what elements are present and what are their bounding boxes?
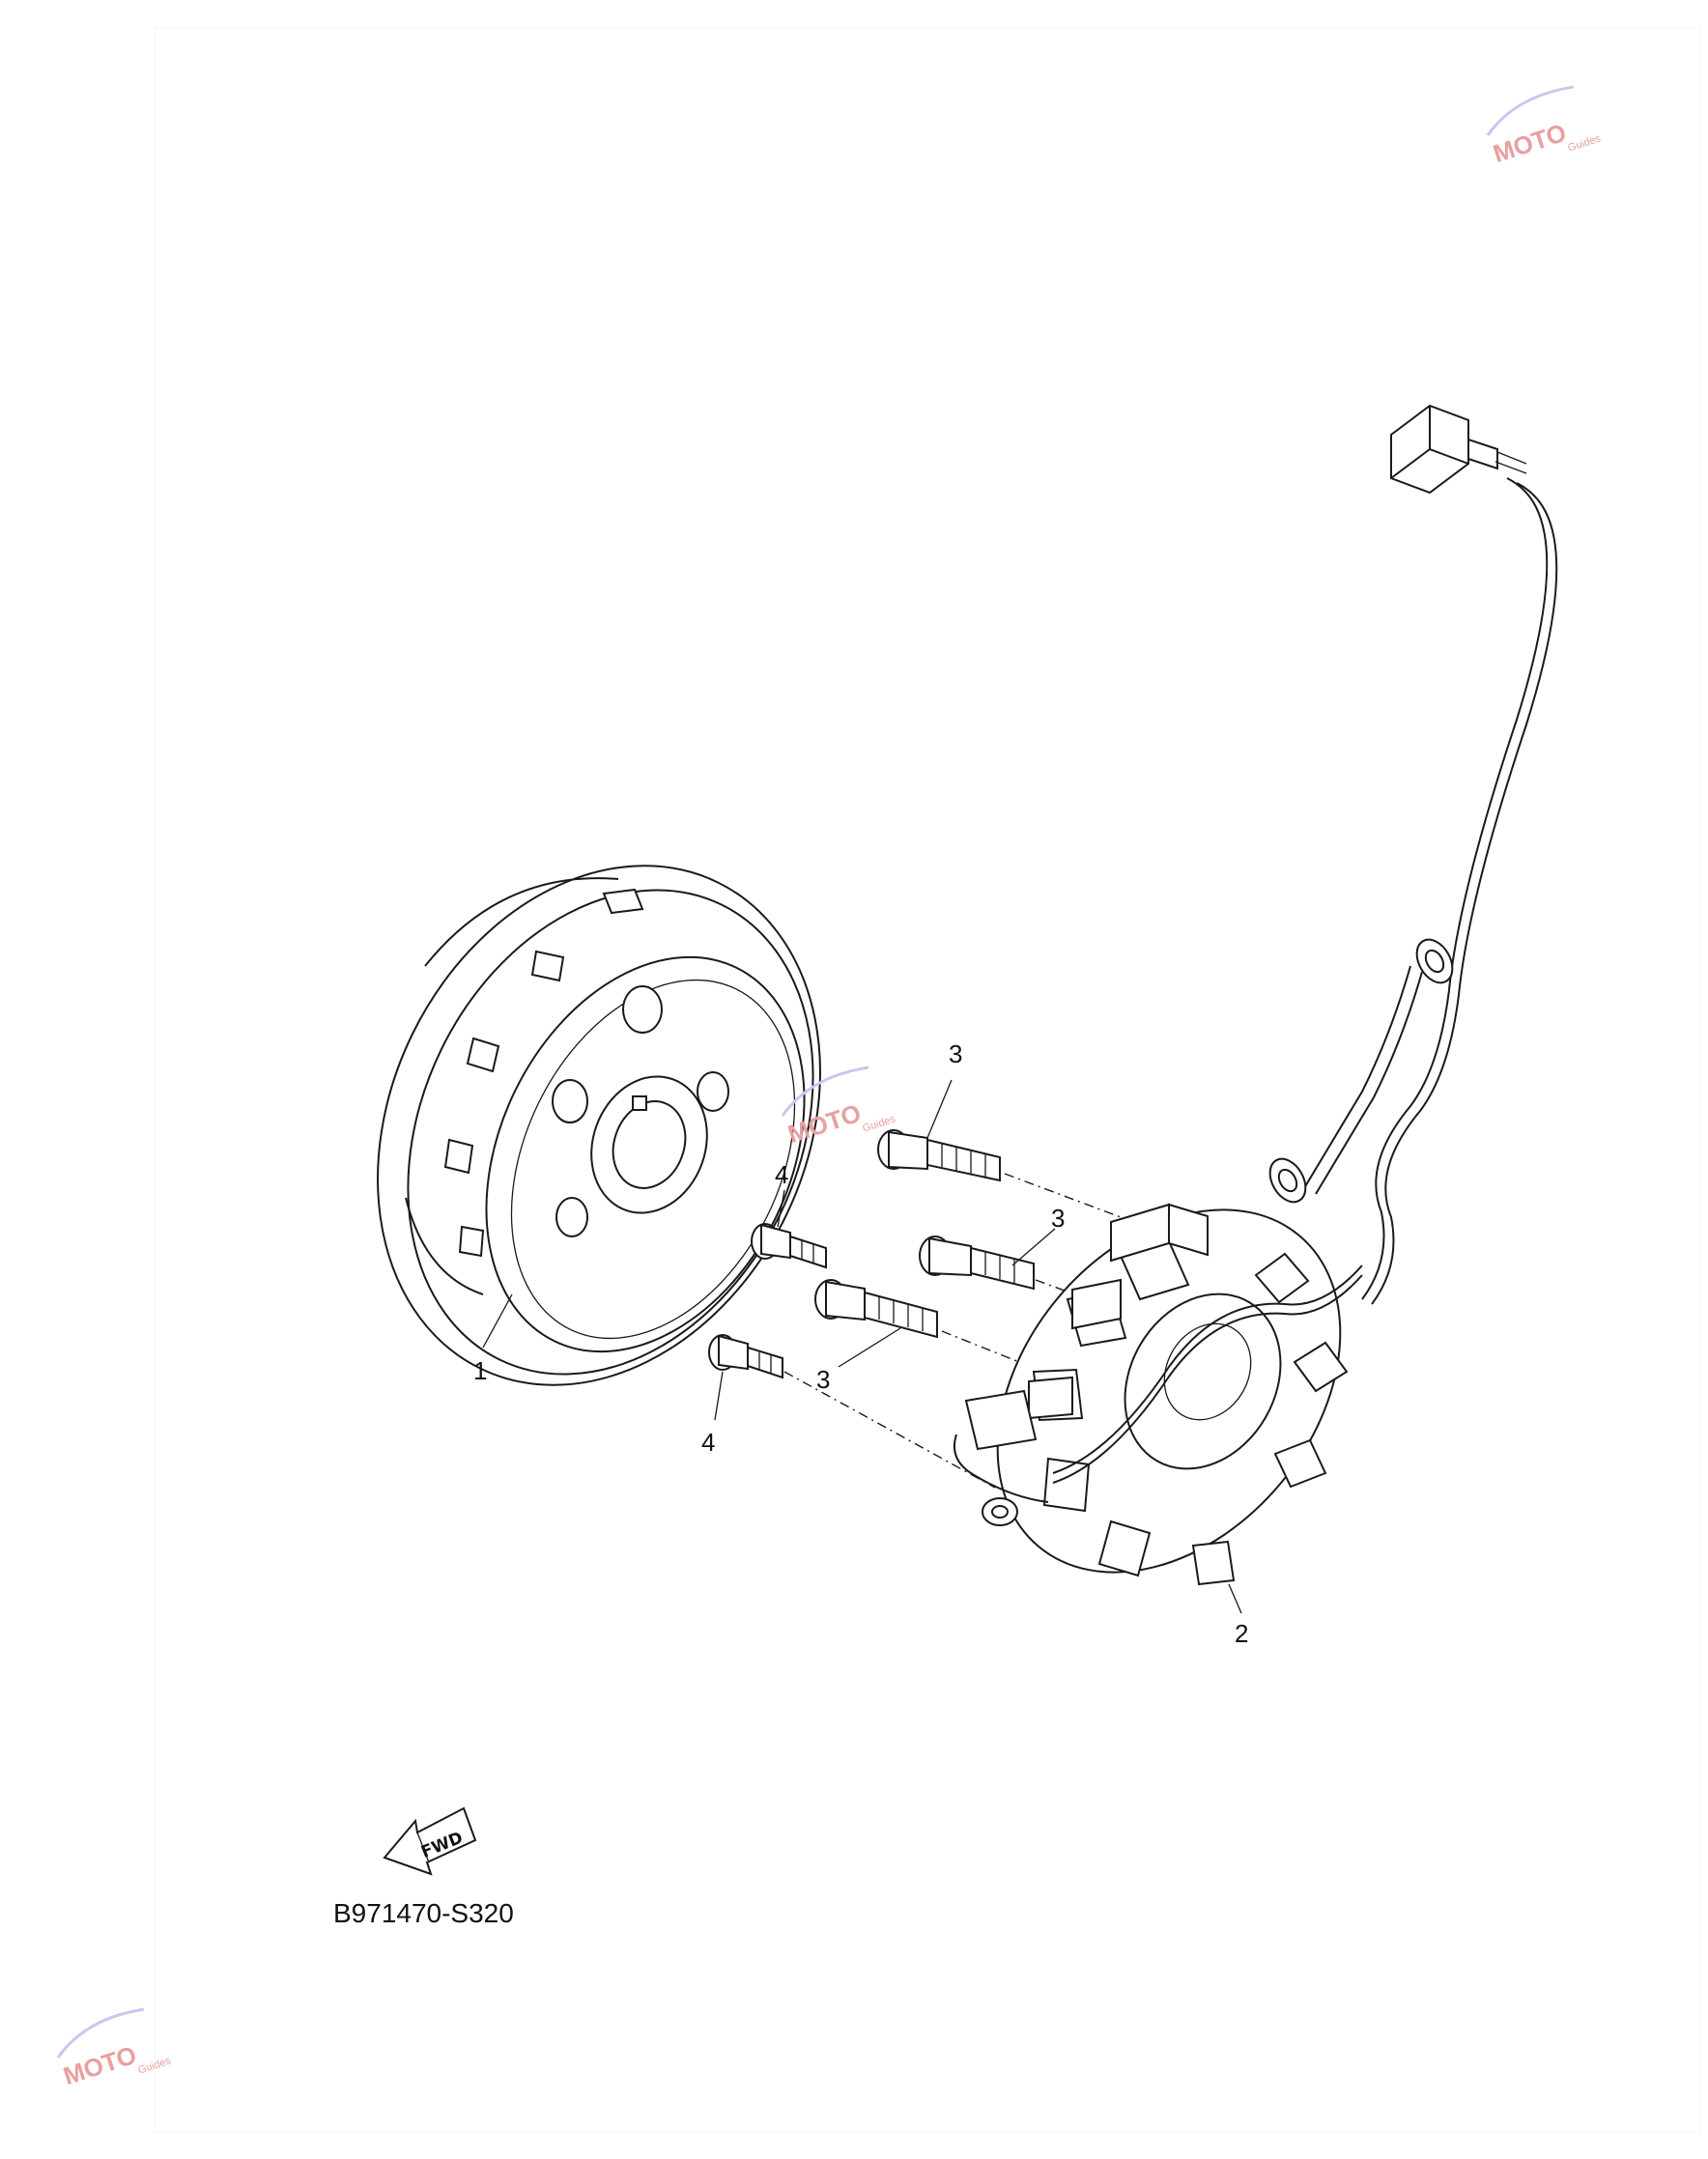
callout-label-1: 1 (473, 1356, 487, 1385)
callout-3-right: 3 (1011, 1204, 1065, 1266)
callout-1: 1 (473, 1293, 513, 1385)
bolt-3-lower (814, 1279, 938, 1339)
callout-label-3-right: 3 (1051, 1204, 1065, 1233)
drawing-code: B971470-S320 (333, 1898, 514, 1928)
callout-label-3-top: 3 (949, 1039, 962, 1068)
callout-label-4-upper: 4 (775, 1160, 788, 1189)
callout-label-3-lower: 3 (816, 1365, 830, 1394)
bolt-3-middle (919, 1236, 1035, 1291)
flywheel-rotor (377, 865, 821, 1386)
bolt-4-lower (708, 1334, 783, 1379)
watermark-bottom-left: MOTO Guides (56, 2007, 173, 2090)
callout-label-2: 2 (1235, 1619, 1248, 1648)
callout-3-top: 3 (926, 1039, 962, 1139)
callout-label-4-lower: 4 (701, 1428, 715, 1457)
callout-3-lower: 3 (816, 1327, 901, 1394)
watermark-top-right: MOTO Guides (1486, 85, 1603, 168)
callout-4-lower: 4 (701, 1371, 724, 1457)
wire-harness (1268, 404, 1558, 1305)
bolt-3-upper (877, 1129, 1001, 1182)
svg-text:Guides: Guides (137, 2055, 173, 2076)
callout-2: 2 (1228, 1583, 1248, 1648)
svg-text:MOTO: MOTO (1490, 118, 1570, 168)
fwd-arrow-icon: FWD (383, 1806, 477, 1876)
callout-4-upper: 4 (775, 1160, 788, 1228)
bolt-4-upper (751, 1223, 827, 1269)
svg-text:Guides: Guides (1567, 132, 1603, 154)
stator-assembly (953, 1203, 1363, 1586)
svg-text:MOTO: MOTO (60, 2040, 140, 2090)
